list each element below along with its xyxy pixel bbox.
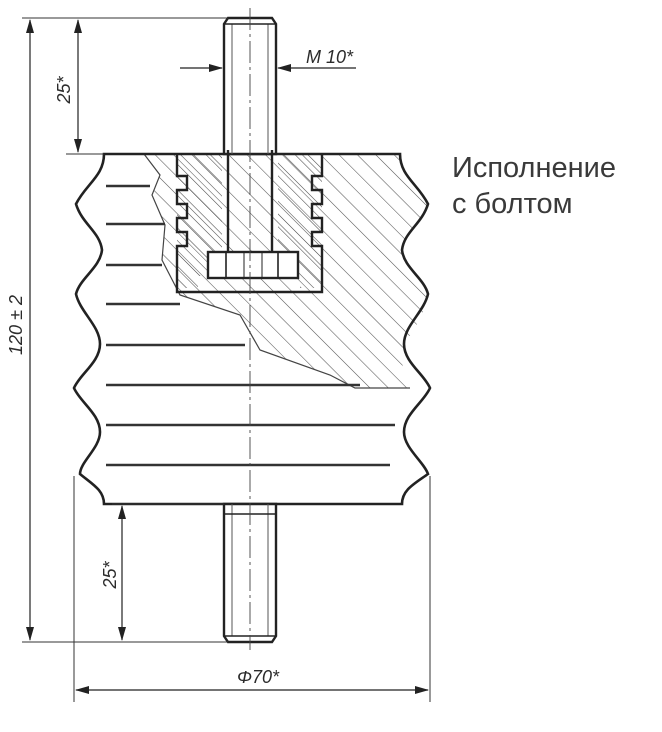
insert-outline — [175, 154, 324, 294]
overall-height-label: 120 ± 2 — [6, 295, 26, 355]
insert-left-hatch — [177, 154, 222, 288]
bellows-body-outline — [72, 152, 432, 506]
diameter-label: Φ70* — [237, 667, 280, 687]
body-section-lines — [106, 184, 395, 467]
top-stud — [222, 16, 278, 252]
variant-caption: Исполнение с болтом — [452, 150, 652, 222]
caption-line-2: с болтом — [452, 188, 573, 220]
extension-lines — [22, 17, 431, 702]
bolt-head — [206, 250, 300, 280]
caption-line-1: Исполнение — [452, 152, 616, 184]
section-break-line — [143, 153, 410, 389]
thread-label: M 10* — [306, 47, 354, 67]
top-stud-length-label: 25* — [54, 75, 74, 104]
bottom-stud-length-label: 25* — [100, 560, 120, 589]
